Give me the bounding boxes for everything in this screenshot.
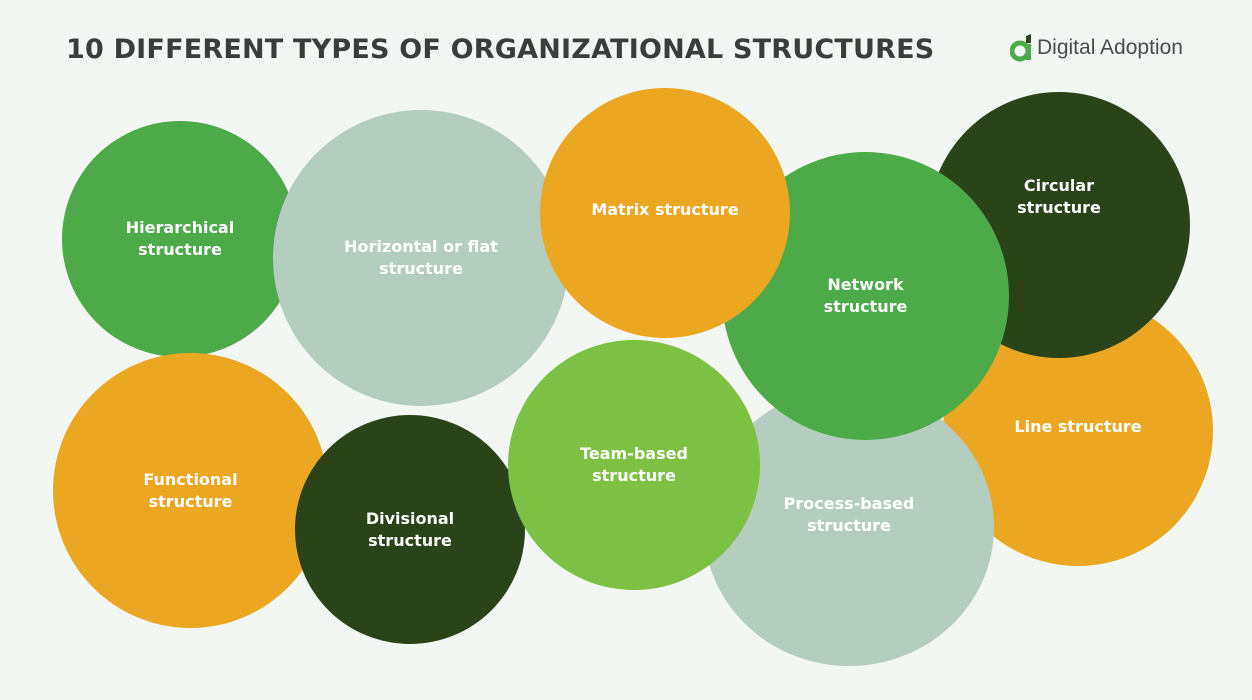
digital-adoption-logo-icon xyxy=(1009,34,1034,62)
label-team: Team-based structure xyxy=(580,444,688,485)
label-hierarchical: Hierarchical structure xyxy=(125,218,235,259)
logo: Digital Adoption xyxy=(1009,34,1183,62)
circle-functional: Functional structure xyxy=(53,353,328,628)
circle-team: Team-based structure xyxy=(508,340,760,590)
circle-network: Network structure xyxy=(722,152,1009,440)
label-network: Network structure xyxy=(823,275,908,316)
label-functional: Functional structure xyxy=(143,469,238,511)
label-horizontal: Horizontal or flat structure xyxy=(344,237,498,278)
circle-divisional: Divisional structure xyxy=(295,415,525,644)
label-process: Process-based structure xyxy=(783,494,915,535)
logo-text: Digital Adoption xyxy=(1037,36,1183,59)
label-matrix: Matrix structure xyxy=(591,200,739,219)
label-circular: Circular structure xyxy=(1017,176,1101,217)
circle-matrix: Matrix structure xyxy=(540,88,790,338)
circle-horizontal: Horizontal or flat structure xyxy=(273,110,569,406)
label-divisional: Divisional structure xyxy=(365,508,455,550)
page-title: 10 DIFFERENT TYPES OF ORGANIZATIONAL STR… xyxy=(66,34,935,65)
label-line: Line structure xyxy=(1014,417,1142,436)
circle-hierarchical: Hierarchical structure xyxy=(62,121,298,357)
